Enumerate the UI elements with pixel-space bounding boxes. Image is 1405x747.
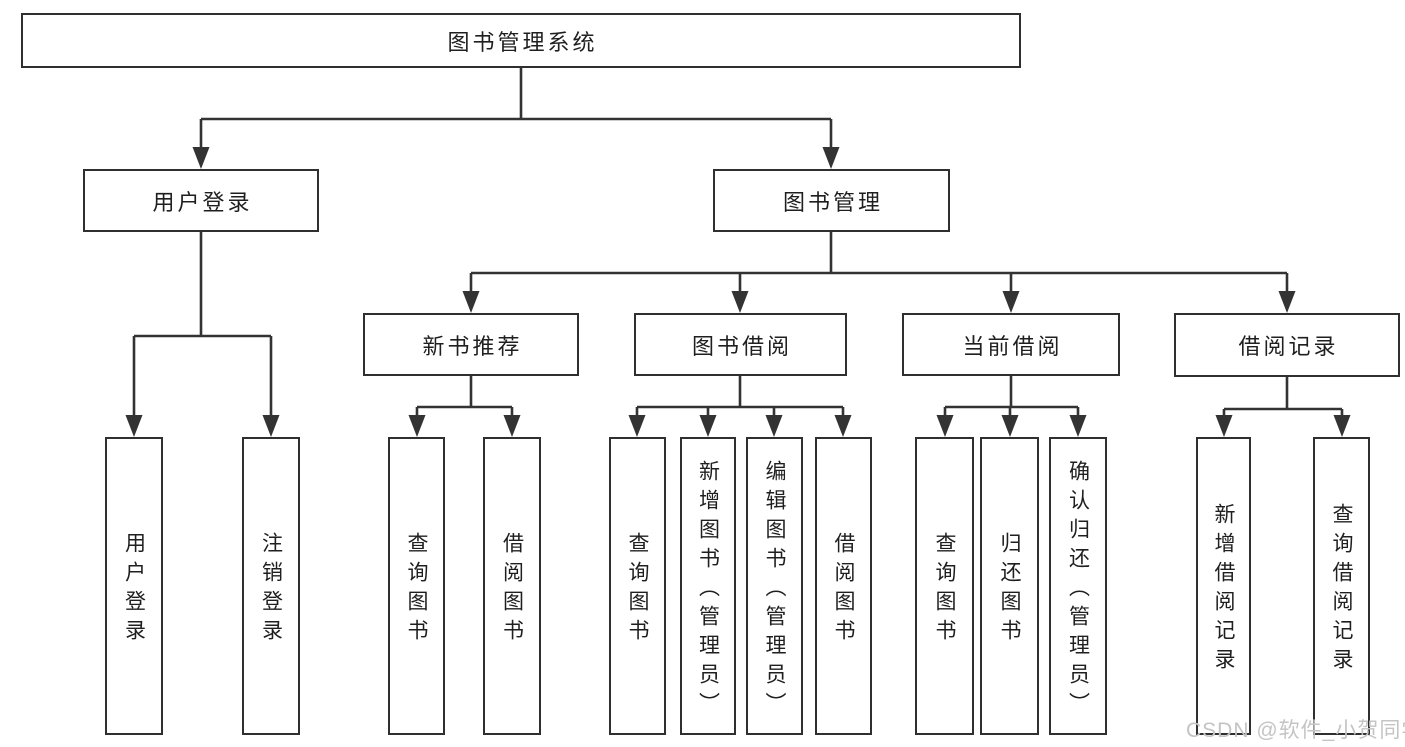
leaf-borrow-book-recommend: 借阅图书 — [483, 437, 541, 735]
edge-records-to-leaves — [1222, 376, 1344, 418]
node-label: 查询图书 — [933, 532, 956, 648]
leaf-logout-login: 注销登录 — [242, 437, 300, 735]
node-label: 新增借阅记录 — [1212, 503, 1235, 677]
node-label: 当前借阅 — [962, 333, 1063, 359]
node-label: 用户登录 — [152, 189, 253, 215]
leaf-confirm-return-admin: 确认归还（管理员） — [1049, 437, 1107, 735]
leaf-query-books-current: 查询图书 — [915, 437, 974, 735]
node-book-borrowing: 图书借阅 — [634, 313, 847, 376]
node-label: 图书管理 — [782, 189, 883, 215]
node-label: 编辑图书（管理员） — [763, 459, 786, 721]
node-label: 确认归还（管理员） — [1066, 459, 1090, 721]
node-label: 新增图书（管理员） — [696, 459, 720, 721]
node-label: 借阅图书 — [832, 532, 855, 648]
leaf-user-login: 用户登录 — [105, 437, 163, 735]
leaf-query-books-recommend: 查询图书 — [388, 437, 445, 735]
node-book-management: 图书管理 — [713, 169, 950, 232]
node-label: 新书推荐 — [422, 333, 523, 359]
leaf-return-book: 归还图书 — [980, 437, 1039, 735]
node-root-library-management-system: 图书管理系统 — [21, 13, 1021, 68]
node-borrowing-records: 借阅记录 — [1174, 313, 1400, 377]
edge-borrowing-to-leaves — [635, 376, 845, 418]
node-label: 借阅记录 — [1238, 334, 1339, 359]
node-new-book-recommend: 新书推荐 — [363, 313, 579, 376]
leaf-borrow-book: 借阅图书 — [815, 437, 872, 735]
leaf-add-borrow-record: 新增借阅记录 — [1196, 437, 1251, 735]
node-label: 借阅图书 — [500, 532, 524, 648]
node-label: 图书管理系统 — [447, 29, 598, 55]
node-label: 查询借阅记录 — [1330, 503, 1353, 677]
leaf-query-borrow-record: 查询借阅记录 — [1313, 437, 1370, 735]
csdn-watermark: CSDN @软件_小贺同学 — [1186, 719, 1405, 742]
node-current-borrowing: 当前借阅 — [902, 313, 1120, 376]
node-label: 查询图书 — [626, 532, 649, 648]
edge-userlogin-to-leaves — [132, 232, 273, 418]
node-label: 图书借阅 — [691, 333, 792, 359]
node-user-login: 用户登录 — [83, 169, 319, 232]
edge-root-to-level2 — [199, 68, 833, 150]
leaf-add-book-admin: 新增图书（管理员） — [680, 437, 736, 735]
edge-bookmgmt-to-level3 — [469, 232, 1289, 294]
node-label: 归还图书 — [998, 532, 1021, 648]
leaf-edit-book-admin: 编辑图书（管理员） — [746, 437, 803, 735]
leaf-query-books-borrowing: 查询图书 — [609, 437, 666, 735]
node-label: 用户登录 — [122, 532, 146, 648]
node-label: 查询图书 — [405, 532, 428, 648]
edge-newbook-to-leaves — [415, 376, 514, 418]
node-label: 注销登录 — [259, 532, 283, 648]
edge-current-to-leaves — [943, 376, 1080, 418]
